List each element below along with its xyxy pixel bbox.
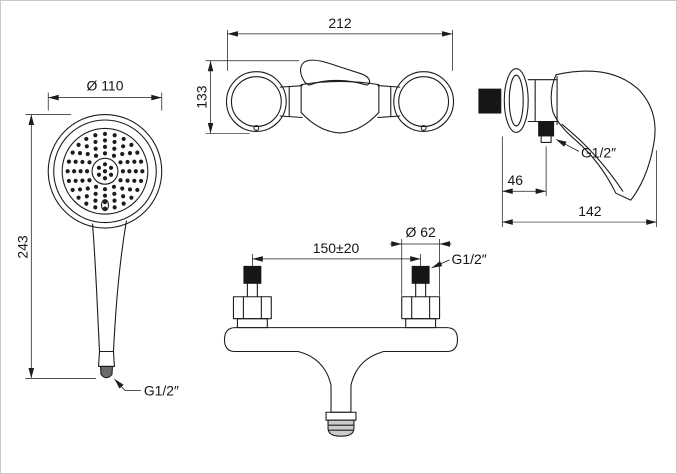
hand-shower-view (47, 113, 163, 379)
right-wall-union (411, 265, 430, 284)
left-wall-union (243, 265, 262, 284)
label-escutcheon-diameter: Ø 62 (406, 224, 436, 240)
mixer-side-view (478, 68, 656, 201)
head-outer-rim (47, 113, 163, 229)
front-view-dimensions: 212 133 (194, 15, 453, 134)
right-escutcheon-outer (393, 71, 455, 132)
label-front-width: 212 (328, 15, 352, 31)
handle-body (91, 220, 127, 353)
right-screw-detail (420, 125, 427, 131)
side-view-dimensions: G1/2″ 46 142 (501, 136, 658, 228)
left-escutcheon-outer (225, 71, 287, 132)
left-flange (236, 318, 268, 329)
handle-lever-front (300, 59, 371, 86)
right-flange (405, 318, 437, 329)
label-front-height: 133 (194, 85, 210, 109)
left-nut (232, 296, 272, 320)
body-with-spout (223, 327, 459, 413)
head-face-rim (61, 127, 149, 215)
right-nut-facets (411, 296, 431, 320)
right-arm (377, 85, 401, 119)
label-center-spacing: 150±20 (313, 240, 360, 256)
head-hub-circle (91, 157, 119, 185)
hand-shower-dimensions: Ø 110 243 G1/2″ (14, 78, 179, 399)
label-bottom-thread: G1/2″ (452, 251, 487, 267)
mixer-bottom-view (223, 265, 459, 437)
outlet-nipple (540, 135, 552, 143)
left-stem (246, 283, 258, 298)
wall-flange-outer (503, 68, 529, 133)
aerator-flange (325, 411, 357, 421)
outlet-port (538, 121, 555, 137)
leader-outlet-thread (555, 139, 580, 152)
left-screw-detail (253, 125, 260, 131)
wall-flange-inner (508, 74, 524, 127)
leader-inlet-thread (431, 259, 450, 269)
center-body (300, 80, 380, 134)
label-wall-to-outlet: 46 (507, 172, 523, 188)
handle-lever-side (550, 70, 656, 201)
right-escutcheon-inner (398, 76, 450, 128)
right-nut (401, 296, 441, 320)
left-escutcheon-inner (230, 76, 282, 128)
bottom-view-dimensions: 150±20 Ø 62 G1/2″ (251, 224, 487, 296)
handle-edge-line (561, 123, 624, 192)
spray-dots (65, 131, 145, 211)
aerator-barrel (327, 419, 355, 437)
mixer-front-view (225, 59, 455, 134)
head-mid-rim (53, 119, 157, 224)
label-head-height: 243 (14, 235, 30, 259)
handle-collar (97, 350, 115, 367)
right-stem (415, 283, 427, 298)
leader-thread (114, 378, 141, 391)
label-hand-shower-thread: G1/2″ (144, 382, 179, 398)
label-side-thread: G1/2″ (581, 144, 616, 160)
handle-tip (99, 365, 114, 379)
left-arm (279, 85, 303, 119)
label-head-diameter: Ø 110 (87, 78, 124, 94)
wall-union-fitting (478, 88, 502, 114)
left-nut-facets (242, 296, 262, 320)
label-depth: 142 (578, 203, 602, 219)
